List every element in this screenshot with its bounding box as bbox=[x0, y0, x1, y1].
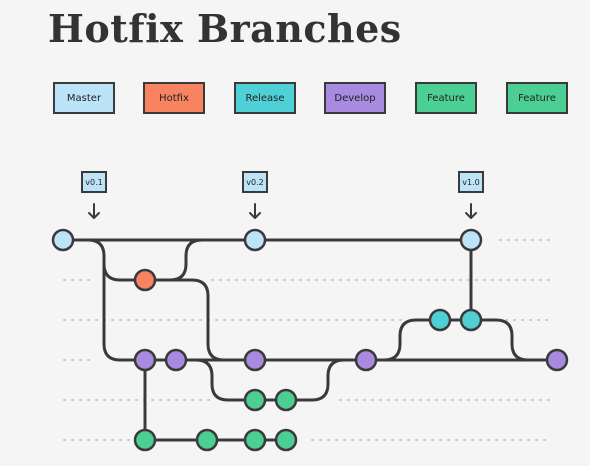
release-commit-2 bbox=[459, 308, 483, 332]
feature2-commit-1 bbox=[133, 428, 157, 452]
develop-commit-4 bbox=[354, 348, 378, 372]
master-commit-v1-0 bbox=[459, 228, 483, 252]
arrow-v1-0 bbox=[465, 203, 477, 219]
feature2-commit-4 bbox=[274, 428, 298, 452]
hotfix-commit bbox=[133, 268, 157, 292]
legend-release: Release bbox=[234, 82, 296, 114]
feature1-out bbox=[176, 358, 255, 402]
master-commit-v0-1 bbox=[51, 228, 75, 252]
tag-v0-2: v0.2 bbox=[242, 171, 268, 193]
legend-release-label: Release bbox=[245, 92, 285, 104]
release-commit-1 bbox=[428, 308, 452, 332]
develop-commit-1 bbox=[133, 348, 157, 372]
legend-feature-1: Feature bbox=[415, 82, 477, 114]
develop-commit-2 bbox=[164, 348, 188, 372]
develop-commit-3 bbox=[243, 348, 267, 372]
lane-guides bbox=[63, 239, 553, 441]
tag-v1-0-label: v1.0 bbox=[462, 177, 480, 187]
legend-develop-label: Develop bbox=[334, 92, 376, 104]
arrow-v0-2 bbox=[249, 203, 261, 219]
tag-v0-1-label: v0.1 bbox=[85, 177, 103, 187]
arrow-v0-1 bbox=[88, 203, 100, 219]
feature2-commit-2 bbox=[195, 428, 219, 452]
develop-start bbox=[102, 256, 145, 362]
branch-lines bbox=[63, 238, 557, 442]
master-commit-v0-2 bbox=[243, 228, 267, 252]
release-out bbox=[366, 318, 440, 362]
version-arrows bbox=[88, 203, 477, 219]
feature1-commit-1 bbox=[243, 388, 267, 412]
tag-v0-2-label: v0.2 bbox=[246, 177, 264, 187]
legend-hotfix: Hotfix bbox=[143, 82, 205, 114]
tag-v0-1: v0.1 bbox=[81, 171, 107, 193]
feature1-commit-2 bbox=[274, 388, 298, 412]
hotfix-to-master bbox=[145, 238, 255, 282]
tag-v1-0: v1.0 bbox=[458, 171, 484, 193]
legend-master: Master bbox=[53, 82, 115, 114]
legend-feature-2-label: Feature bbox=[518, 92, 556, 104]
develop-commit-5 bbox=[545, 348, 569, 372]
feature2-commit-3 bbox=[243, 428, 267, 452]
legend-develop: Develop bbox=[324, 82, 386, 114]
commits bbox=[51, 228, 569, 452]
legend-master-label: Master bbox=[66, 92, 102, 104]
page-title: Hotfix Branches bbox=[48, 6, 402, 51]
release-to-develop bbox=[471, 318, 557, 362]
legend-feature-1-label: Feature bbox=[427, 92, 465, 104]
legend-hotfix-label: Hotfix bbox=[159, 92, 189, 104]
legend-feature-2: Feature bbox=[506, 82, 568, 114]
feature1-in bbox=[286, 358, 366, 402]
